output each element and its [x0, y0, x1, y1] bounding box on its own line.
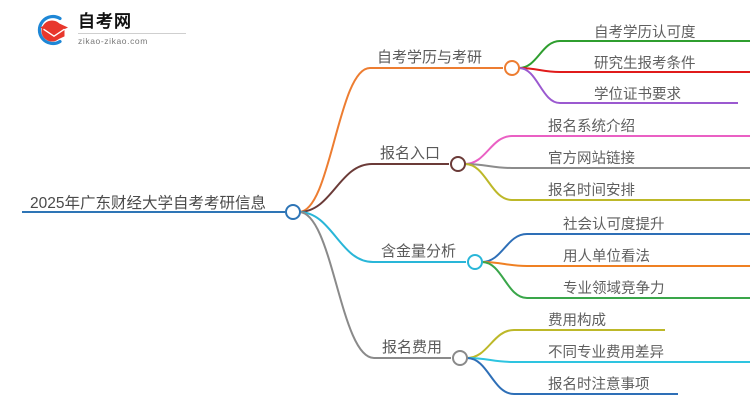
leaf-link-2-0 [481, 233, 528, 263]
node-dots-layer [285, 60, 520, 366]
branch-node-label-2: 含金量分析 [381, 243, 456, 260]
node-labels-layer: 2025年广东财经大学自考考研信息 自考学历与考研 自考学历认可度研究生报考条件学位… [30, 24, 696, 393]
leaf-node-label-0-1: 研究生报考条件 [594, 55, 696, 72]
branch-node-label-1: 报名入口 [380, 145, 440, 162]
site-logo[interactable]: 自考网 zikao-zikao.com [30, 11, 190, 51]
leaf-node-label-1-2: 报名时间安排 [548, 182, 635, 199]
leaf-node-label-3-0: 费用构成 [548, 312, 606, 329]
leaf-node-label-3-2: 报名时注意事项 [548, 375, 650, 393]
leaf-node-label-1-1: 官方网站链接 [548, 150, 635, 167]
leaf-link-0-2 [518, 67, 561, 104]
leaf-link-1-0 [464, 135, 513, 165]
leaf-link-3-0 [466, 329, 515, 359]
root-node-label: 2025年广东财经大学自考考研信息 [30, 194, 266, 212]
logo-domain: zikao-zikao.com [78, 36, 148, 46]
branch-link-3 [298, 211, 375, 359]
leaf-link-1-2 [464, 163, 513, 201]
leaf-node-label-2-1: 用人单位看法 [563, 248, 650, 265]
leaf-node-label-1-0: 报名系统介绍 [548, 118, 635, 135]
logo-title: 自考网 [78, 12, 132, 31]
node-underlines-layer [22, 40, 750, 395]
leaf-node-label-0-2: 学位证书要求 [594, 86, 681, 103]
logo-envelope-fold [43, 28, 65, 38]
leaf-node-label-2-2: 专业领域竞争力 [563, 279, 665, 297]
connector-links-layer [298, 40, 561, 395]
branch-node-label-3: 报名费用 [382, 339, 442, 356]
leaf-node-label-0-0: 自考学历认可度 [594, 24, 696, 41]
branch-node-label-0: 自考学历与考研 [377, 49, 482, 66]
branch-node-dot-0[interactable] [504, 60, 520, 76]
graduation-cap-logo-icon [37, 14, 68, 46]
logo-divider [78, 33, 186, 34]
leaf-link-3-2 [466, 357, 515, 395]
logo-arc [37, 14, 62, 46]
logo-text-group: 自考网 zikao-zikao.com [78, 11, 190, 48]
leaf-link-2-2 [481, 261, 528, 299]
leaf-node-label-3-1: 不同专业费用差异 [548, 344, 664, 361]
branch-link-2 [298, 211, 374, 263]
branch-link-0 [298, 67, 371, 213]
branch-node-dot-2[interactable] [467, 254, 483, 270]
leaf-link-0-0 [518, 40, 561, 69]
branch-link-1 [298, 163, 373, 213]
leaf-node-label-2-0: 社会认可度提升 [563, 216, 665, 233]
root-node-dot[interactable] [285, 204, 301, 220]
branch-node-dot-1[interactable] [450, 156, 466, 172]
branch-node-dot-3[interactable] [452, 350, 468, 366]
